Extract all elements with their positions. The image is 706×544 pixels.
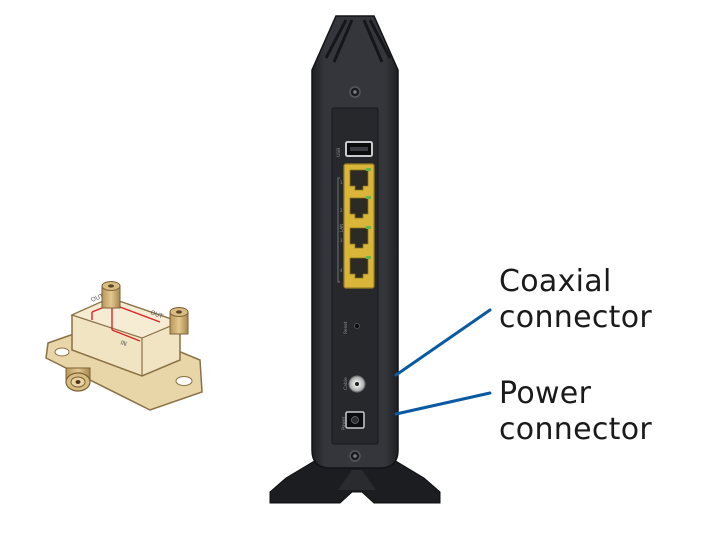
port-number-2: 2	[340, 208, 343, 213]
port-number-1: 1	[340, 180, 343, 185]
usb-label: USB	[336, 148, 342, 157]
splitter-output-port-left	[101, 281, 121, 309]
cable-splitter: OUT OUT IN	[45, 281, 203, 411]
port-number-3: 3	[340, 238, 343, 243]
power-connector-callout: Power connector	[499, 376, 652, 448]
cable-modem: USB LAN 1 2 3 4 Reset	[269, 15, 441, 504]
power-port	[345, 411, 365, 429]
reset-button	[354, 323, 360, 329]
splitter-output-port-right	[169, 307, 189, 335]
splitter-out-label-right: OUT	[149, 309, 164, 320]
coaxial-callout-line1: Coaxial	[499, 264, 612, 299]
reset-label: Reset	[343, 321, 349, 334]
lan-label: LAN	[339, 224, 344, 232]
power-callout-line1: Power	[499, 376, 592, 411]
splitter-mount-hole-left	[54, 347, 70, 357]
power-callout-line	[394, 391, 492, 416]
coaxial-connector-callout: Coaxial connector	[499, 264, 652, 336]
ethernet-port-3	[349, 226, 371, 249]
usb-port	[345, 141, 373, 157]
power-callout-line2: connector	[499, 412, 652, 447]
lan-bracket	[337, 177, 340, 283]
splitter-input-port	[65, 367, 91, 392]
power-label: Power	[341, 416, 347, 430]
modem-top-vents	[324, 19, 392, 63]
coaxial-callout-line2: connector	[499, 300, 652, 335]
port-number-4: 4	[340, 268, 343, 273]
cable-label: Cable	[343, 377, 349, 390]
ethernet-port-4	[349, 256, 371, 279]
ethernet-port-2	[349, 196, 371, 219]
splitter-in-label: IN	[119, 339, 127, 348]
splitter-mount-hole-right	[175, 376, 193, 386]
ethernet-port-1	[349, 168, 371, 191]
coaxial-port	[348, 375, 366, 393]
splitter-out-label-left: OUT	[90, 292, 105, 303]
coaxial-callout-line	[394, 308, 492, 377]
